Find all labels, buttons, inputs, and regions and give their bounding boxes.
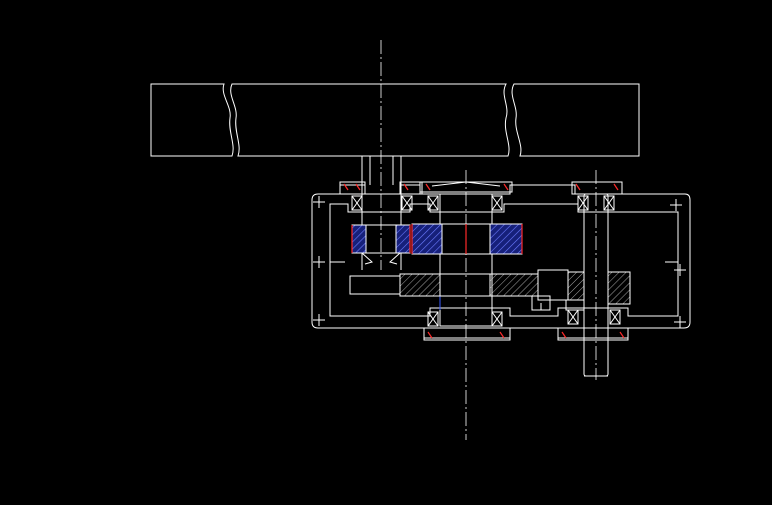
bolt-marks (313, 196, 686, 328)
top-beam (150, 83, 640, 157)
bearing-caps (339, 181, 629, 341)
centerlines (380, 40, 597, 440)
bearings (351, 195, 621, 327)
intermediate-gear (411, 181, 523, 327)
input-pinion (351, 224, 411, 265)
lower-shaft (349, 269, 569, 311)
output-shaft (565, 193, 631, 377)
